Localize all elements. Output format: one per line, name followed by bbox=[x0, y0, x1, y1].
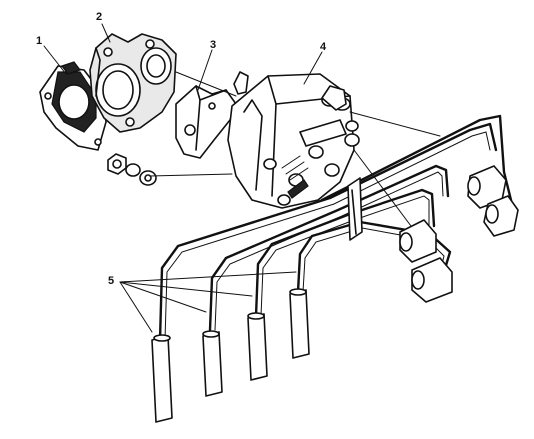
ignition-coil-part-4 bbox=[227, 71, 360, 209]
callout-5: 5 bbox=[108, 275, 114, 287]
nut-and-washer bbox=[107, 153, 157, 186]
callout-3: 3 bbox=[210, 39, 216, 51]
mounting-bracket-part-3 bbox=[175, 85, 237, 159]
ignition-leads-part-5 bbox=[151, 114, 519, 423]
gasket-part-1 bbox=[39, 61, 107, 151]
callout-1: 1 bbox=[36, 35, 42, 47]
callout-2: 2 bbox=[96, 11, 102, 23]
coil-flange-part-2 bbox=[89, 33, 177, 133]
callout-leader-lines bbox=[43, 23, 323, 333]
callout-4: 4 bbox=[320, 41, 327, 53]
